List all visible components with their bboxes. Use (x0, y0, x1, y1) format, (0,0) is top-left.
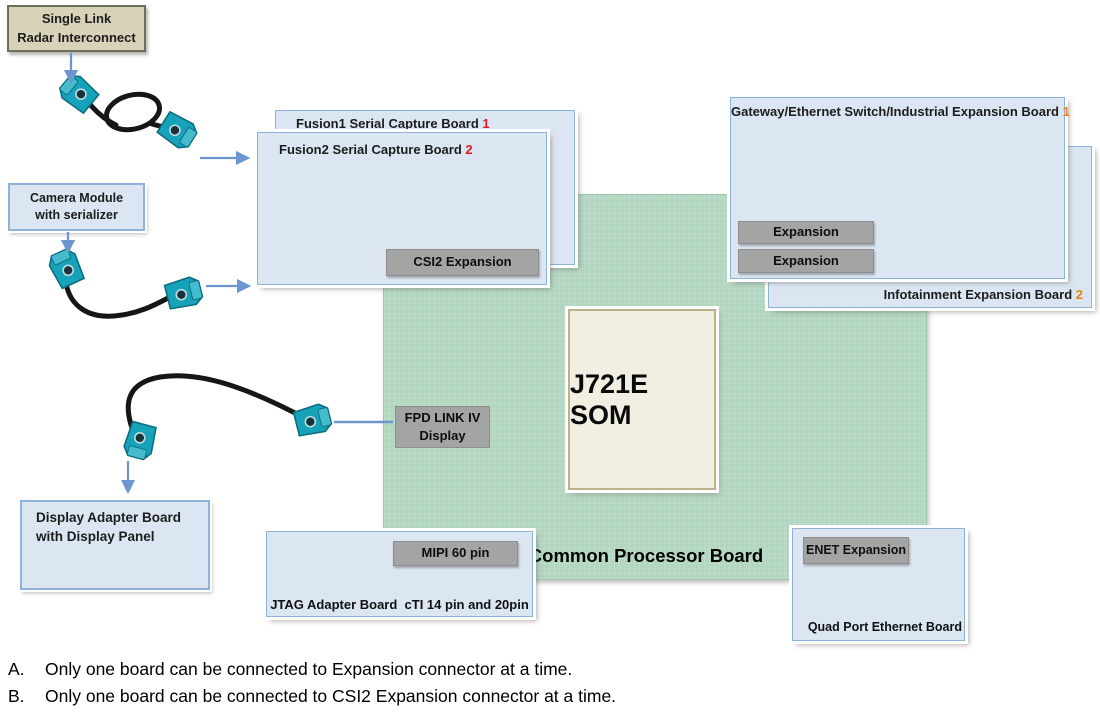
camera-module-with-serializer: Camera Module with serializer (8, 183, 145, 231)
expansion-connector-2: Expansion (738, 249, 874, 273)
enet-expansion-connector: ENET Expansion (803, 537, 909, 564)
footnotes: A. Only one board can be connected to Ex… (8, 658, 616, 712)
fakra-connector (55, 70, 101, 116)
csi2-expansion-connector: CSI2 Expansion (386, 249, 539, 276)
ethernet-board-title: Quad Port Ethernet Board (807, 620, 962, 634)
fakra-connector (121, 420, 159, 462)
fusion1-title: Fusion1 Serial Capture Board 1 (276, 111, 574, 131)
fakra-connector (45, 245, 87, 291)
fusion2-index: 2 (465, 142, 473, 157)
jtag-adapter-board: MIPI 60 pin JTAG Adapter Board cTI 14 pi… (266, 531, 533, 617)
fusion1-title-text: Fusion1 Serial Capture Board (296, 116, 479, 131)
fakra-connector (292, 401, 334, 439)
footnote-a-text: Only one board can be connected to Expan… (45, 659, 573, 679)
fusion2-title-text: Fusion2 Serial Capture Board (279, 142, 462, 157)
radar-label-line1: Single Link (41, 11, 112, 27)
j721e-som: J721E SOM (568, 309, 716, 490)
radar-cable-segment (82, 96, 119, 128)
expansion-connector-1: Expansion (738, 221, 874, 244)
gateway-index: 1 (1062, 104, 1070, 119)
fakra-connector (155, 109, 201, 153)
infotainment-index: 2 (1075, 287, 1083, 302)
gateway-title: Gateway/Ethernet Switch/Industrial Expan… (731, 98, 1070, 119)
footnote-a: A. Only one board can be connected to Ex… (8, 658, 616, 680)
jtag-board-title: JTAG Adapter Board cTI 14 pin and 20pin (270, 597, 529, 612)
fpd-label-line1: FPD LINK IV (404, 409, 481, 425)
camera-label-line2: with serializer (35, 208, 118, 222)
camera-label-line1: Camera Module (29, 190, 124, 205)
gateway-expansion-board: Gateway/Ethernet Switch/Industrial Expan… (730, 97, 1070, 279)
radar-cable-segment2 (149, 121, 174, 132)
infotainment-title: Infotainment Expansion Board 2 (884, 287, 1083, 302)
fusion2-serial-capture-board: Fusion2 Serial Capture Board 2 CSI2 Expa… (257, 132, 547, 285)
gateway-title-text: Gateway/Ethernet Switch/Industrial Expan… (731, 104, 1059, 119)
radar-cable-loop (103, 91, 163, 133)
fakra-connector (163, 274, 205, 312)
fpd-link-iv-display-connector: FPD LINK IV Display (395, 406, 490, 448)
display-cable (125, 373, 298, 431)
radar-label-line2: Radar Interconnect (17, 29, 136, 45)
quad-port-ethernet-board: ENET Expansion Quad Port Ethernet Board (792, 528, 965, 641)
fpd-label-line2: Display (419, 428, 466, 443)
footnote-a-marker: A. (8, 659, 25, 679)
fusion1-index: 1 (482, 116, 490, 131)
fusion2-title: Fusion2 Serial Capture Board 2 (258, 133, 546, 157)
display-adapter-line1: Display Adapter Board (36, 510, 182, 525)
footnote-b: B. Only one board can be connected to CS… (8, 685, 616, 707)
camera-cable (63, 280, 173, 319)
footnote-b-text: Only one board can be connected to CSI2 … (45, 686, 617, 706)
footnote-b-marker: B. (8, 686, 25, 706)
mipi-60pin-connector: MIPI 60 pin (393, 541, 518, 566)
display-adapter-line2: with Display Panel (36, 528, 155, 544)
common-processor-board-label: Common Processor Board (528, 545, 764, 566)
single-link-radar-interconnect: Single Link Radar Interconnect (7, 5, 146, 52)
display-adapter-board: Display Adapter Board with Display Panel (20, 500, 210, 590)
infotainment-title-text: Infotainment Expansion Board (883, 287, 1073, 302)
